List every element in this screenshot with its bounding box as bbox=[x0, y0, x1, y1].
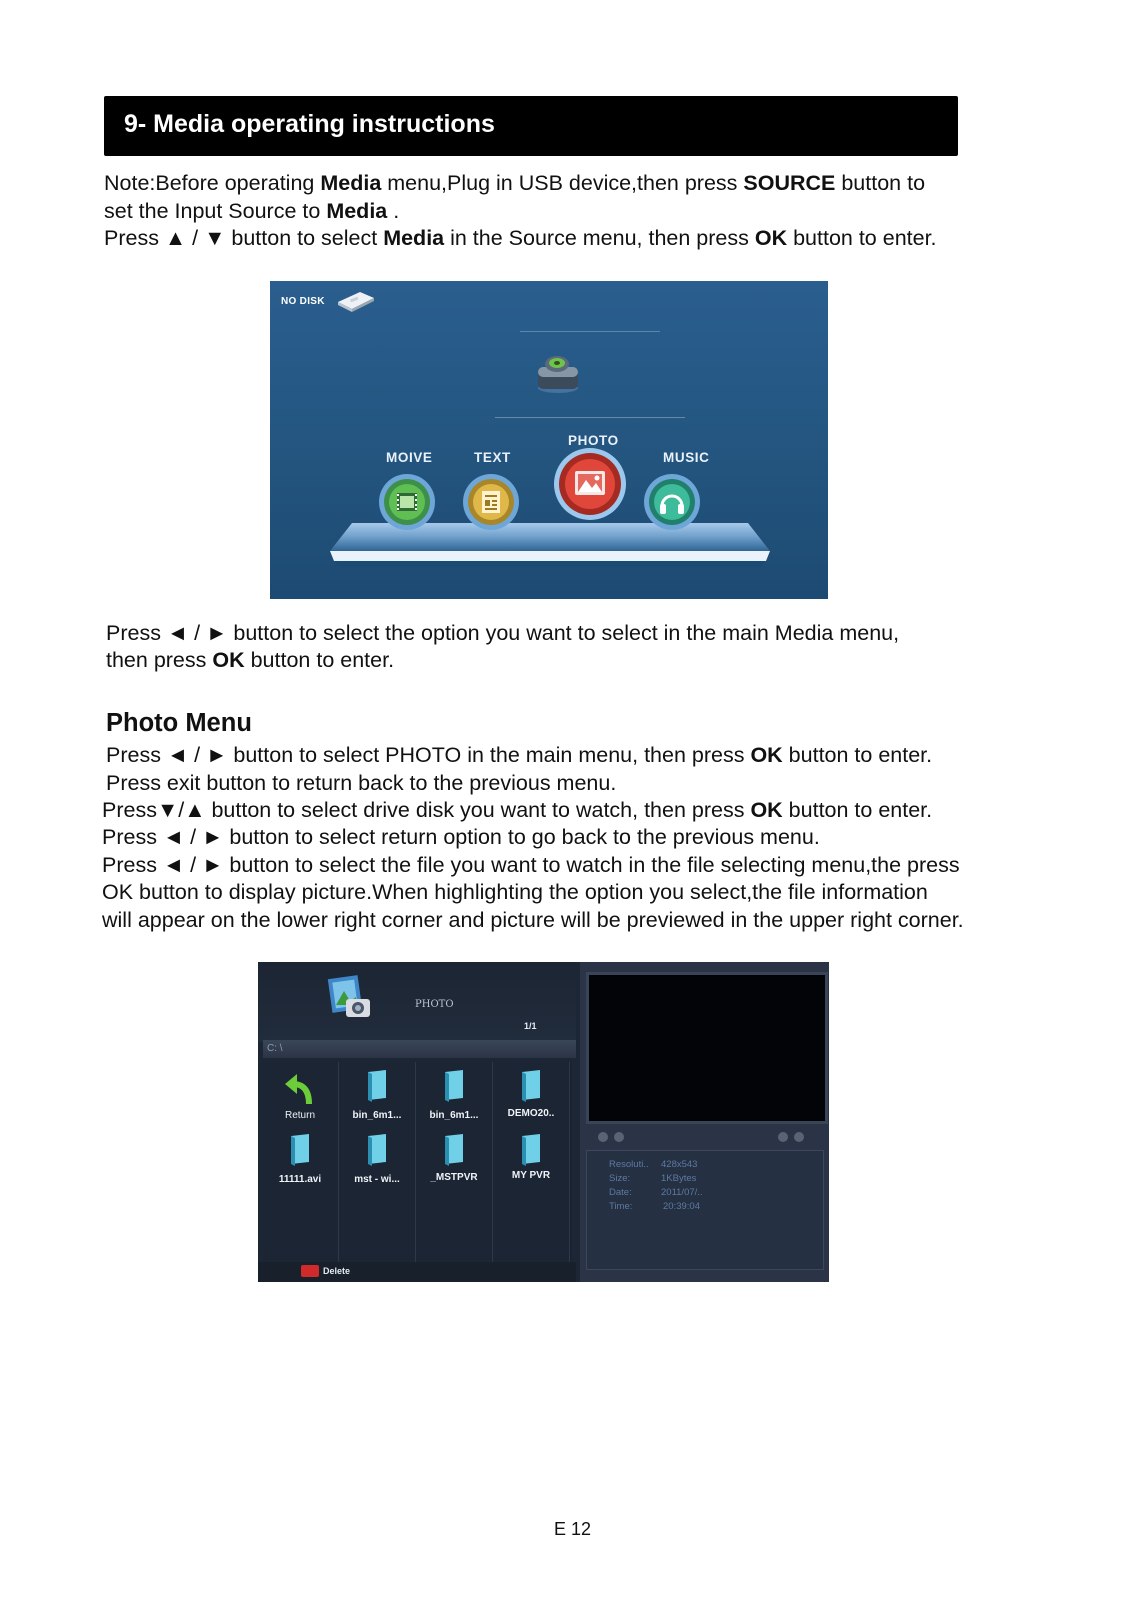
menu-label-movie: MOIVE bbox=[386, 450, 433, 465]
movie-icon[interactable] bbox=[378, 473, 436, 531]
size-label: Size: bbox=[609, 1173, 631, 1184]
file-name: Return bbox=[284, 1110, 315, 1121]
browser-header bbox=[258, 962, 576, 1042]
return-arrow-icon bbox=[285, 1074, 312, 1105]
intro-line-1: Note:Before operating Media menu,Plug in… bbox=[104, 171, 926, 195]
file-icon bbox=[291, 1134, 309, 1166]
date-value: 2011/07/.. bbox=[661, 1187, 703, 1198]
photo-browser-screenshot: PHOTO 1/1 C: \ Return bin_6m1... bin_ bbox=[258, 962, 829, 1282]
path-bar: C: \ bbox=[263, 1040, 576, 1058]
file-info-panel: Resoluti.. 428x543 Size: 1KBytes Date: 2… bbox=[586, 1150, 824, 1270]
photo-instruction-7: will appear on the lower right corner an… bbox=[102, 908, 964, 932]
file-name: MY PVR bbox=[511, 1170, 551, 1181]
file-item[interactable]: mst - wi... bbox=[339, 1134, 415, 1190]
indicator-dot bbox=[794, 1132, 804, 1142]
photo-menu-heading: Photo Menu bbox=[106, 709, 252, 737]
date-label: Date: bbox=[609, 1187, 632, 1198]
photo-instruction-3: Press▼/▲ button to select drive disk you… bbox=[102, 798, 933, 822]
indicator-dot bbox=[614, 1132, 624, 1142]
intro-line-3: Press ▲ / ▼ button to select Media in th… bbox=[104, 226, 937, 250]
section-header-bar: 9- Media operating instructions bbox=[104, 96, 958, 156]
hard-drive-icon bbox=[538, 356, 578, 393]
file-name: bin_6m1... bbox=[352, 1110, 402, 1121]
menu-label-photo: PHOTO bbox=[568, 433, 619, 448]
menu-instruction-line-1: Press ◄ / ► button to select the option … bbox=[106, 621, 900, 645]
file-name: _MSTPVR bbox=[430, 1172, 478, 1183]
file-grid: Return bin_6m1... bin_6m1... DEMO20.. bbox=[262, 1062, 572, 1262]
return-item[interactable]: Return bbox=[262, 1070, 338, 1126]
red-key-icon[interactable] bbox=[301, 1265, 319, 1277]
photo-instruction-2: Press exit button to return back to the … bbox=[106, 771, 617, 795]
photo-instruction-5: Press ◄ / ► button to select the file yo… bbox=[102, 853, 960, 877]
bottom-bar bbox=[258, 1262, 576, 1282]
section-title: 9- Media operating instructions bbox=[124, 110, 495, 138]
usb-drive-icon bbox=[338, 292, 374, 312]
resolution-label: Resoluti.. bbox=[609, 1159, 649, 1170]
photo-instruction-4: Press ◄ / ► button to select return opti… bbox=[102, 825, 820, 849]
indicator-dot bbox=[778, 1132, 788, 1142]
file-name: DEMO20.. bbox=[507, 1108, 555, 1119]
file-item[interactable]: 11111.avi bbox=[262, 1134, 338, 1190]
file-name: mst - wi... bbox=[354, 1174, 400, 1185]
file-icon bbox=[368, 1134, 386, 1166]
file-item[interactable]: bin_6m1... bbox=[416, 1070, 492, 1126]
time-label: Time: bbox=[609, 1201, 633, 1212]
file-icon bbox=[522, 1134, 540, 1166]
photo-camera-icon bbox=[327, 975, 370, 1017]
browser-title: PHOTO bbox=[415, 999, 454, 1010]
file-icon bbox=[522, 1070, 540, 1102]
menu-tray bbox=[330, 523, 770, 567]
photo-instruction-6: OK button to display picture.When highli… bbox=[102, 880, 928, 904]
file-item[interactable]: _MSTPVR bbox=[416, 1134, 492, 1190]
time-value: 20:39:04 bbox=[663, 1201, 700, 1212]
file-icon bbox=[445, 1070, 463, 1102]
page-number: E 12 bbox=[554, 1519, 592, 1539]
photo-instruction-1: Press ◄ / ► button to select PHOTO in th… bbox=[106, 743, 933, 767]
file-name: bin_6m1... bbox=[429, 1110, 479, 1121]
no-disk-label: NO DISK bbox=[281, 296, 325, 307]
delete-label: Delete bbox=[323, 1266, 351, 1276]
media-menu-screenshot: NO DISK bbox=[270, 281, 828, 599]
size-value: 1KBytes bbox=[661, 1173, 697, 1184]
file-item[interactable]: MY PVR bbox=[493, 1134, 569, 1190]
resolution-value: 428x543 bbox=[661, 1159, 698, 1170]
file-icon bbox=[445, 1134, 463, 1166]
file-icon bbox=[368, 1070, 386, 1102]
preview-area bbox=[586, 972, 828, 1124]
file-item[interactable]: DEMO20.. bbox=[493, 1070, 569, 1126]
menu-instruction-line-2: then press OK button to enter. bbox=[106, 648, 395, 672]
menu-label-text: TEXT bbox=[474, 450, 511, 465]
intro-line-2: set the Input Source to Media . bbox=[104, 199, 400, 223]
file-item[interactable]: bin_6m1... bbox=[339, 1070, 415, 1126]
divider-line bbox=[495, 417, 685, 418]
menu-label-music: MUSIC bbox=[663, 450, 710, 465]
text-document-icon[interactable] bbox=[462, 473, 520, 531]
path-text: C: \ bbox=[267, 1043, 283, 1054]
divider-line bbox=[520, 331, 660, 332]
headphones-icon[interactable] bbox=[643, 473, 701, 531]
page-indicator: 1/1 bbox=[524, 1021, 537, 1031]
photo-icon[interactable] bbox=[553, 447, 627, 521]
file-name: 11111.avi bbox=[278, 1174, 322, 1185]
indicator-dot bbox=[598, 1132, 608, 1142]
